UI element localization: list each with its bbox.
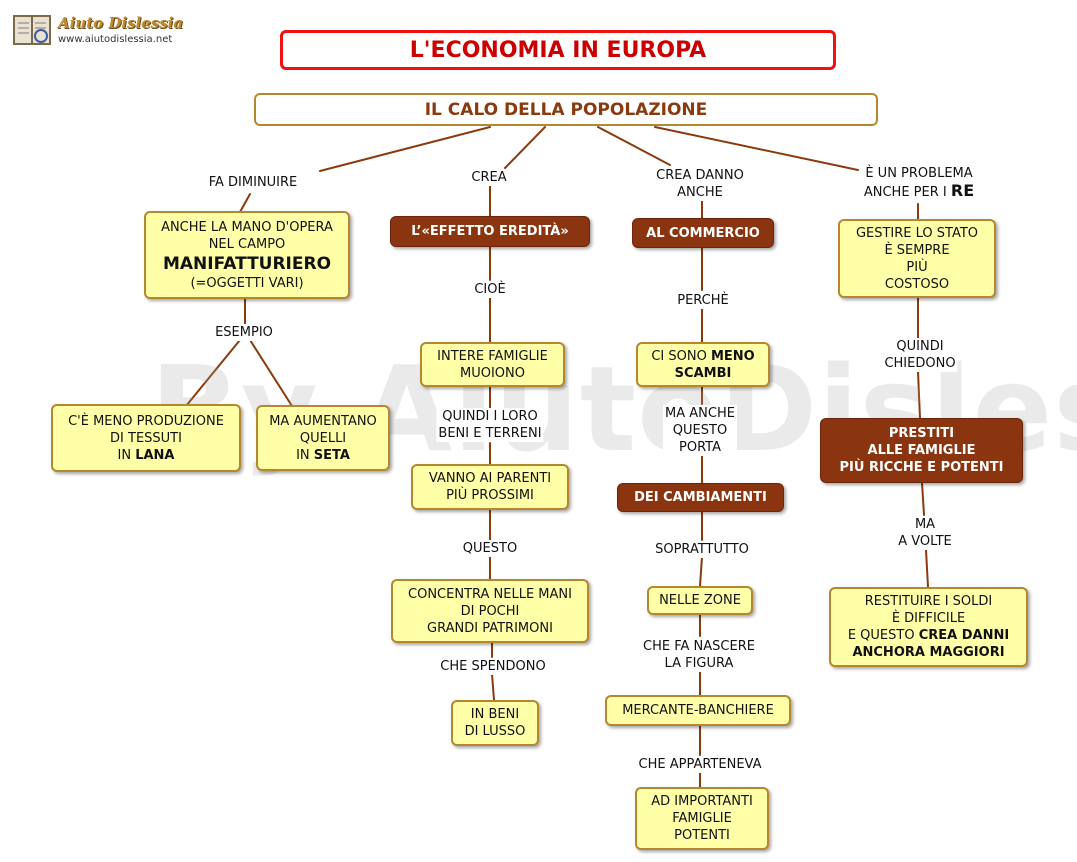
node-text: PIÙ PROSSIMI <box>446 488 534 503</box>
node-text: PRESTITI <box>888 426 955 441</box>
node-text: (=OGGETTI VARI) <box>190 275 304 291</box>
logo-url: www.aiutodislessia.net <box>58 34 173 45</box>
node-text: CONCENTRA NELLE MANI <box>408 586 572 602</box>
connector <box>249 339 293 407</box>
logo-name: Aiuto Dislessia <box>58 14 184 32</box>
node-text: È SEMPRE <box>884 242 950 258</box>
connector <box>319 126 491 172</box>
node-cambiamenti: DEI CAMBIAMENTI <box>617 483 784 512</box>
node-text: PIÙ RICCHE E POTENTI <box>839 460 1004 475</box>
edge-label-ma-a-volte: MA A VOLTE <box>896 516 954 550</box>
node-text: MA AUMENTANO <box>269 413 377 429</box>
node-text: GESTIRE LO STATO <box>855 225 979 241</box>
node-text: IN LANA <box>117 447 175 463</box>
edge-label-esempio: ESEMPIO <box>213 324 275 341</box>
node-text: MUOIONO <box>460 365 525 381</box>
connector <box>185 339 241 407</box>
node-text: GRANDI PATRIMONI <box>427 620 553 636</box>
edge-label-apparteneva: CHE APPARTENEVA <box>636 756 764 773</box>
node-text: CI SONO MENO <box>651 348 755 364</box>
node-gestire-stato: GESTIRE LO STATO È SEMPRE PIÙ COSTOSO <box>838 219 996 298</box>
node-mano-opera: ANCHE LA MANO D'OPERA NEL CAMPO MANIFATT… <box>144 211 350 299</box>
edge-label-crea-danno: CREA DANNO ANCHE <box>654 167 746 201</box>
node-parenti: VANNO AI PARENTI PIÙ PROSSIMI <box>411 464 569 510</box>
node-text: DI POCHI <box>460 603 520 619</box>
connector <box>597 126 671 166</box>
node-text: C'È MENO PRODUZIONE <box>68 413 224 429</box>
node-text: È DIFFICILE <box>891 611 966 626</box>
node-commercio: AL COMMERCIO <box>632 218 774 248</box>
node-prestiti: PRESTITI ALLE FAMIGLIE PIÙ RICCHE E POTE… <box>820 418 1023 483</box>
node-text: ANCHORA MAGGIORI <box>852 645 1005 660</box>
edge-label-spendono: CHE SPENDONO <box>438 658 548 675</box>
edge-label-soprattutto: SOPRATTUTTO <box>653 541 751 558</box>
node-text: COSTOSO <box>884 276 950 292</box>
node-text: VANNO AI PARENTI <box>428 471 552 486</box>
logo: Aiuto Dislessia www.aiutodislessia.net <box>12 12 183 50</box>
edge-label-nascere: CHE FA NASCERE LA FIGURA <box>641 638 757 672</box>
node-famiglie-muoiono: INTERE FAMIGLIE MUOIONO <box>420 342 565 387</box>
node-effetto-eredita: L’«EFFETTO EREDITÀ» <box>390 216 590 247</box>
node-text: ANCHE LA MANO D'OPERA <box>161 219 333 235</box>
node-text: MANIFATTURIERO <box>162 253 332 274</box>
node-text: DI LUSSO <box>464 724 526 739</box>
node-text: DI TESSUTI <box>110 430 182 446</box>
connector <box>239 193 251 213</box>
node-meno-scambi: CI SONO MENO SCAMBI <box>636 342 770 387</box>
edge-label-quindi: QUINDI I LORO BENI E TERRENI <box>436 408 544 442</box>
connector <box>917 371 921 419</box>
node-lana: C'È MENO PRODUZIONE DI TESSUTI IN LANA <box>51 404 241 472</box>
edge-label-crea: CREA <box>469 169 509 186</box>
node-seta: MA AUMENTANO QUELLI IN SETA <box>256 405 390 471</box>
node-mercante-banchiere: MERCANTE-BANCHIERE <box>605 695 791 726</box>
node-text: NEL CAMPO <box>208 236 286 252</box>
node-text: E QUESTO CREA DANNI <box>847 628 1010 643</box>
node-text: FAMIGLIE <box>672 811 732 826</box>
node-restituire: RESTITUIRE I SOLDI È DIFFICILE E QUESTO … <box>829 587 1028 667</box>
edge-label-chiedono: QUINDI CHIEDONO <box>882 338 958 372</box>
edge-label-problema: È UN PROBLEMA ANCHE PER I RE <box>861 165 977 201</box>
node-patrimoni: CONCENTRA NELLE MANI DI POCHI GRANDI PAT… <box>391 579 589 643</box>
connector <box>699 556 703 587</box>
node-text: AD IMPORTANTI <box>651 794 753 809</box>
edge-label-questo: QUESTO <box>460 540 520 557</box>
edge-label-cioe: CIOÈ <box>472 281 508 298</box>
node-text: POTENTI <box>674 828 730 843</box>
node-lusso: IN BENI DI LUSSO <box>451 700 539 746</box>
edge-label-perche: PERCHÈ <box>675 292 731 309</box>
edge-label-ma-anche: MA ANCHE QUESTO PORTA <box>663 405 737 456</box>
node-text: SCAMBI <box>674 365 732 381</box>
root-node: IL CALO DELLA POPOLAZIONE <box>254 93 878 126</box>
node-zone: NELLE ZONE <box>647 586 753 615</box>
node-text: INTERE FAMIGLIE <box>437 348 548 364</box>
node-text: IN SETA <box>296 447 350 463</box>
connector <box>491 673 495 701</box>
edge-label-fa-diminuire: FA DIMINUIRE <box>206 174 300 191</box>
node-text: QUELLI <box>299 430 347 446</box>
connector <box>504 126 546 169</box>
connector <box>921 482 925 516</box>
connector <box>925 549 929 588</box>
node-text: PIÙ <box>906 259 928 275</box>
node-text: ALLE FAMIGLIE <box>867 443 976 458</box>
page-title: L'ECONOMIA IN EUROPA <box>280 30 836 70</box>
node-famiglie-potenti: AD IMPORTANTI FAMIGLIE POTENTI <box>635 787 769 850</box>
node-text: RESTITUIRE I SOLDI <box>864 594 993 609</box>
connector <box>654 126 859 171</box>
node-text: IN BENI <box>470 707 520 722</box>
book-icon <box>13 15 51 45</box>
